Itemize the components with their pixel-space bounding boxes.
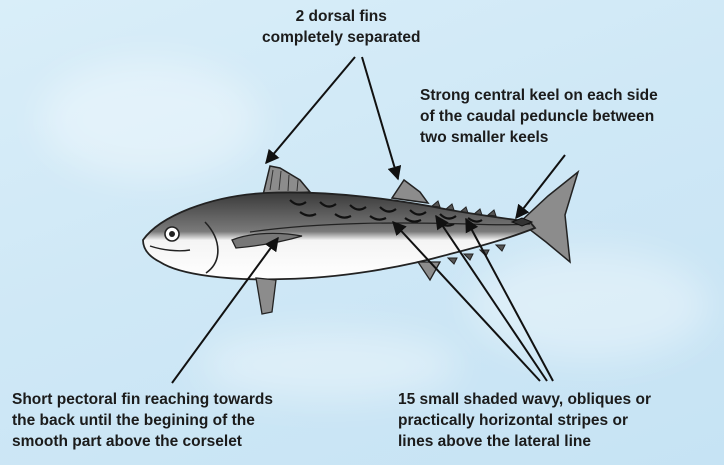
anal-fin [418,262,440,280]
caudal-fin [520,172,578,262]
label-pectoral-fin: Short pectoral fin reaching towards the … [12,389,273,452]
label-line: the back until the begining of the [12,410,273,431]
label-caudal-keel: Strong central keel on each side of the … [420,85,658,148]
arrow-dorsal-2 [362,57,398,179]
label-line: two smaller keels [420,127,658,148]
label-line: Strong central keel on each side [420,85,658,106]
first-dorsal-fin [263,166,310,195]
arrow-dorsal-1 [266,57,355,163]
second-dorsal-fin [392,180,428,203]
label-line: completely separated [262,27,421,48]
label-line: practically horizontal stripes or [398,410,651,431]
label-line: smooth part above the corselet [12,431,273,452]
mackerel-fish-icon [143,166,578,314]
label-dorsal-fins: 2 dorsal fins completely separated [262,6,421,48]
label-line: Short pectoral fin reaching towards [12,389,273,410]
arrow-stripes-3 [466,219,553,381]
label-line: of the caudal peduncle between [420,106,658,127]
label-line: 2 dorsal fins [262,6,421,27]
label-line: 15 small shaded wavy, obliques or [398,389,651,410]
label-stripes: 15 small shaded wavy, obliques or practi… [398,389,651,452]
pelvic-fin [256,278,276,314]
label-line: lines above the lateral line [398,431,651,452]
